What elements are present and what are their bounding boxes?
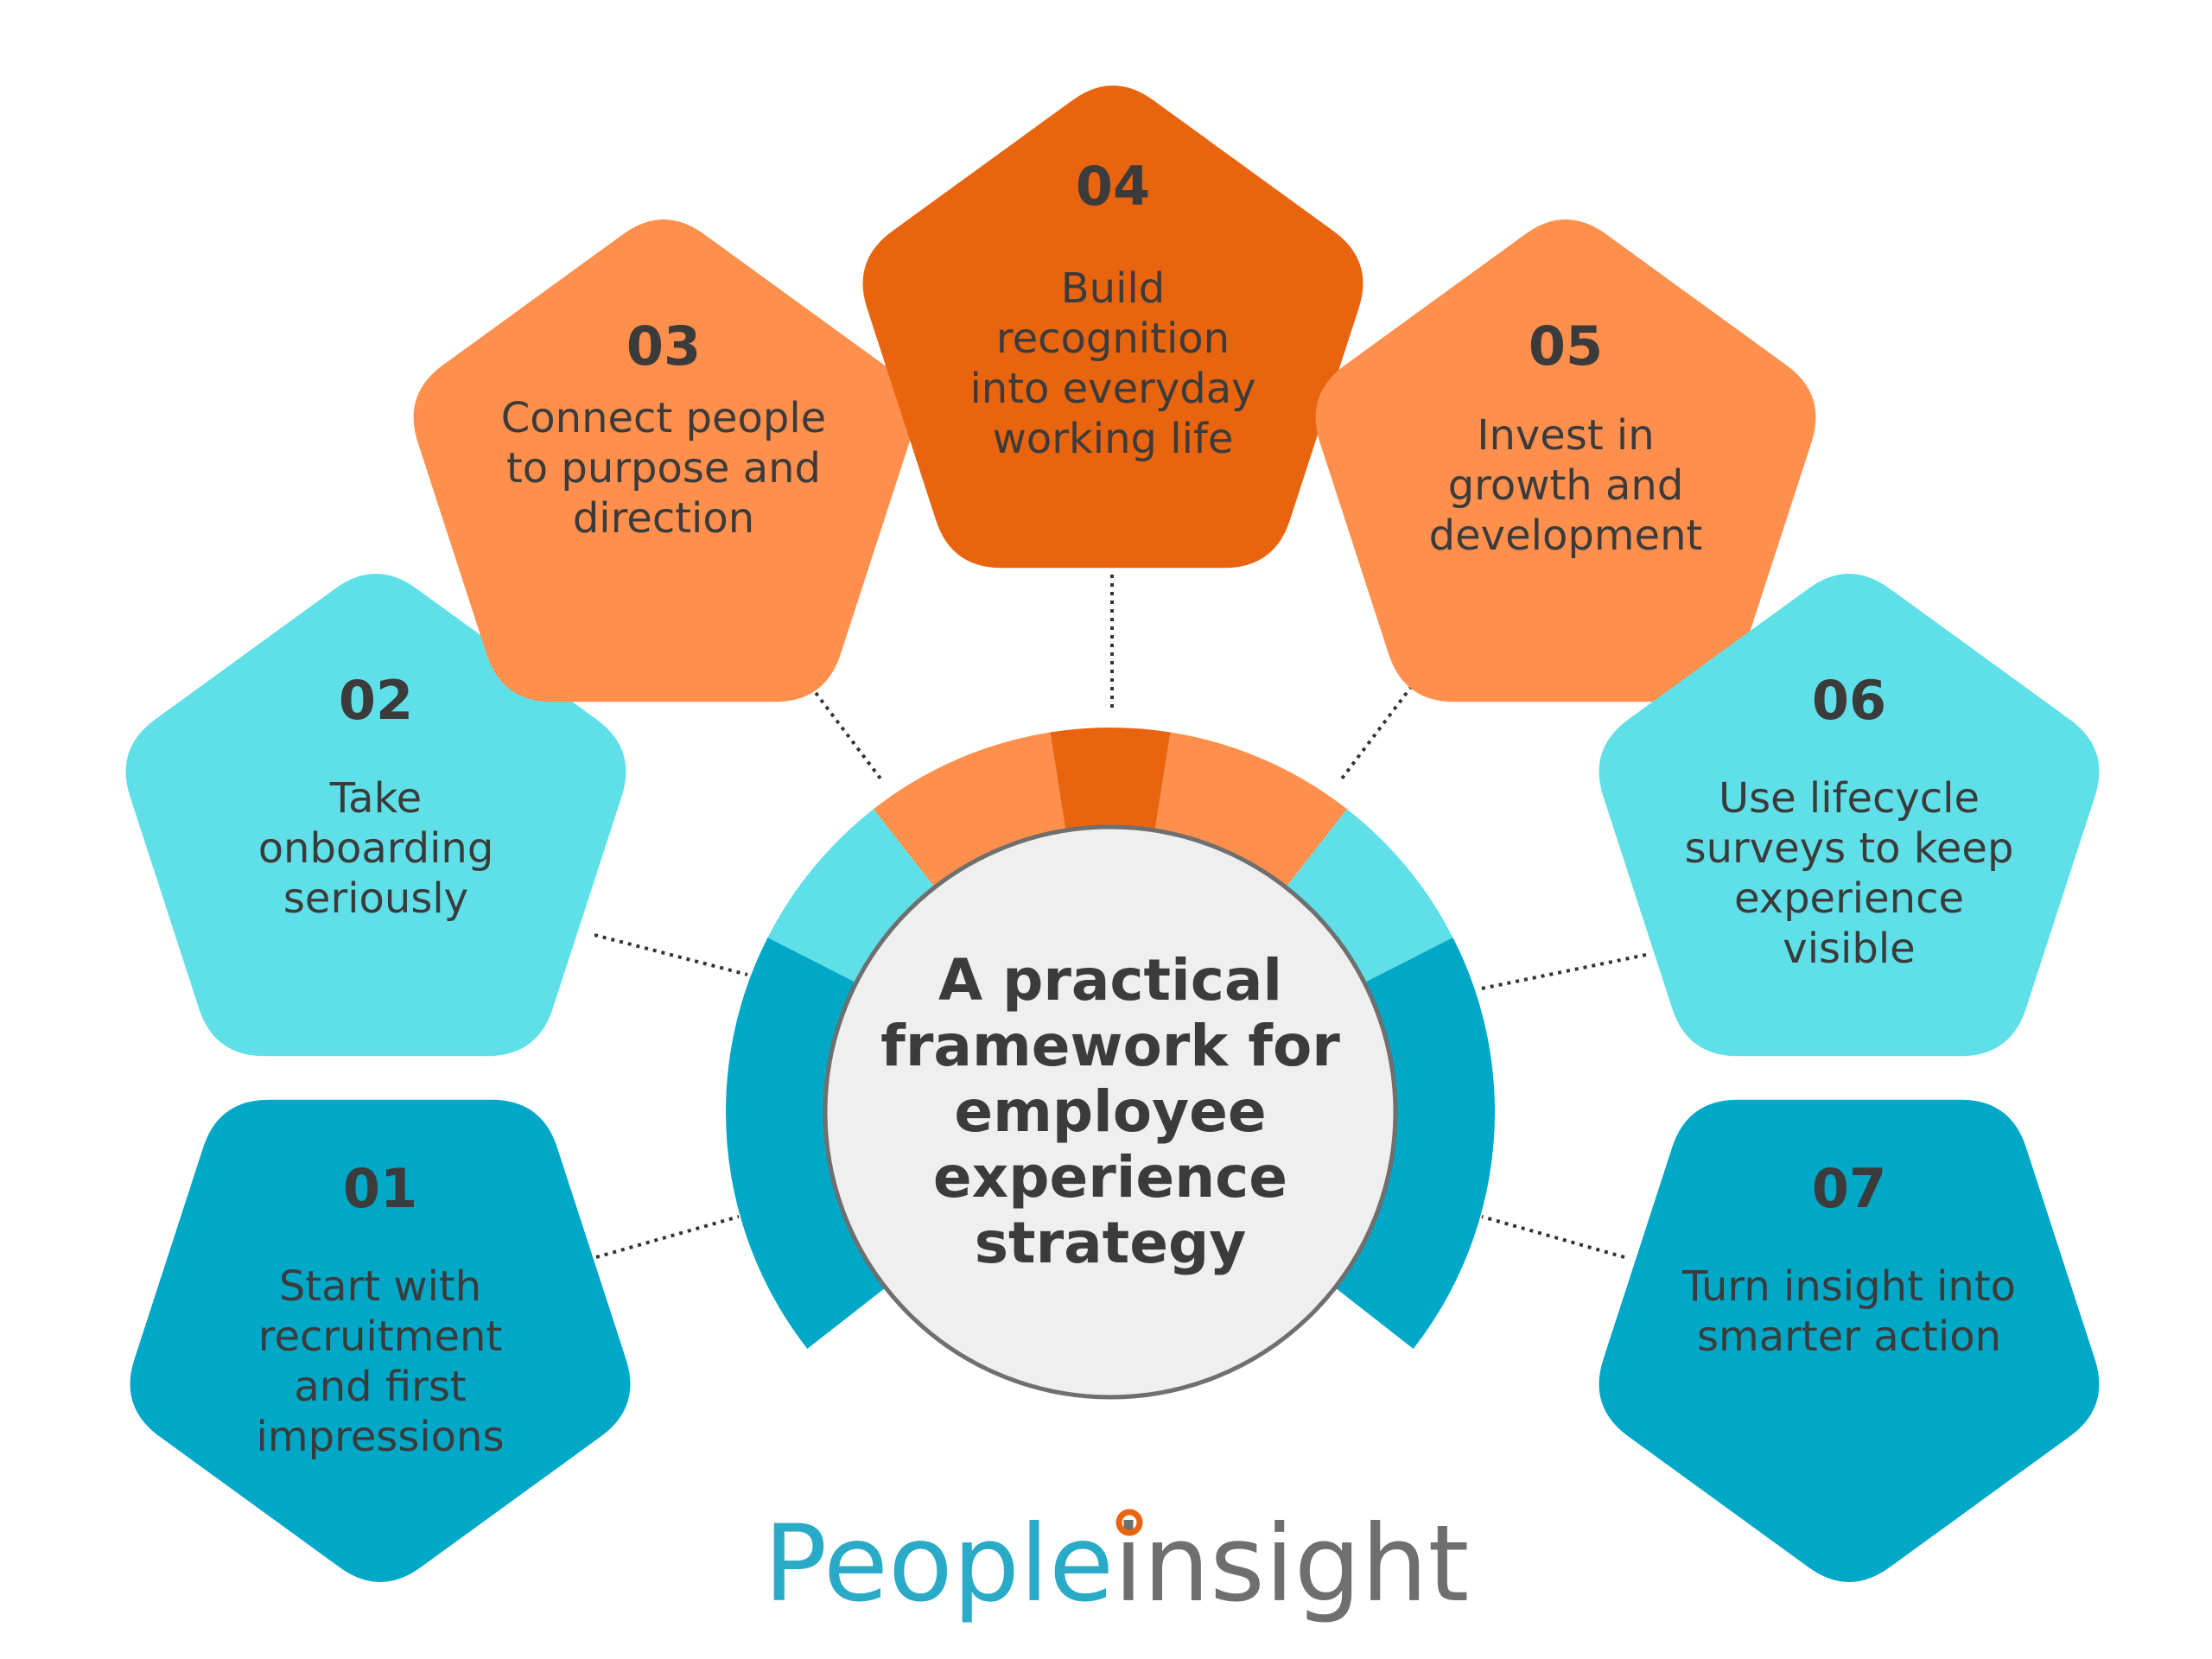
step-07-label-line: Turn insight into — [1681, 1262, 2016, 1311]
step-01-label-line: impressions — [257, 1413, 505, 1461]
connector-line-06 — [1477, 953, 1647, 991]
step-07-pentagon — [1599, 1099, 2100, 1582]
center-title-line: A practical — [938, 947, 1282, 1014]
step-01-pentagon — [130, 1099, 631, 1582]
step-06-label-line: visible — [1783, 925, 1915, 973]
step-05-label-line: growth and — [1448, 461, 1684, 510]
step-04-pentagon — [862, 86, 1363, 569]
step-04-label-line: working life — [993, 415, 1234, 463]
center-title-line: experience — [933, 1144, 1287, 1211]
connector-line-02 — [594, 933, 748, 976]
connector-line-05 — [1338, 664, 1429, 784]
step-01-label-line: and first — [294, 1363, 466, 1411]
center-title-line: employee — [954, 1078, 1266, 1145]
step-03-pentagon — [413, 219, 914, 702]
step-07-number: 07 — [1812, 1157, 1886, 1220]
ring-segment-04 — [1050, 728, 1171, 839]
connector-lines — [594, 575, 1647, 1259]
connector-line-07 — [1481, 1215, 1625, 1259]
step-04-label-line: recognition — [996, 315, 1230, 363]
step-04-number: 04 — [1076, 155, 1150, 218]
step-01-label-line: Start with — [279, 1262, 481, 1311]
center-circle — [823, 824, 1398, 1400]
logo-word-insight: insight — [1114, 1503, 1469, 1625]
step-05-pentagon — [1315, 219, 1816, 702]
step-01-label-line: recruitment — [258, 1313, 502, 1361]
logo-i-dot-icon — [1116, 1509, 1143, 1536]
step-03-label-line: Connect people — [501, 394, 826, 442]
step-07-label-line: smarter action — [1697, 1313, 2001, 1361]
ring-segment-01-tail — [726, 1112, 893, 1349]
step-03-label-line: direction — [573, 494, 754, 543]
step-03-label-line: to purpose and — [506, 444, 821, 493]
step-04-label-line: into everyday — [969, 365, 1255, 413]
connector-line-01 — [595, 1215, 740, 1259]
ring-segment-07-tail — [1328, 1112, 1495, 1349]
step-02-label-line: seriously — [283, 874, 468, 923]
step-01-number: 01 — [343, 1157, 417, 1220]
ring-segment-03 — [874, 732, 1067, 894]
ring-segment-06 — [1281, 809, 1453, 987]
step-06-label-line: experience — [1734, 874, 1964, 923]
step-02-number: 02 — [339, 669, 413, 732]
step-02-label-line: Take — [329, 774, 422, 823]
logo-text: Peopleinsight — [764, 1503, 1470, 1625]
center-title-line: strategy — [975, 1210, 1247, 1276]
ring-segment-02 — [767, 809, 940, 987]
step-05-label-line: development — [1429, 512, 1703, 560]
step-06-label-line: surveys to keep — [1685, 824, 2014, 873]
step-03-number: 03 — [626, 315, 701, 378]
step-05-label-line: Invest in — [1477, 411, 1654, 460]
logo-word-people: People — [764, 1503, 1114, 1625]
step-04-label-line: Build — [1061, 264, 1166, 313]
center-title-line: framework for — [880, 1013, 1340, 1079]
ring-segment-05 — [1154, 732, 1347, 894]
step-06-number: 06 — [1812, 669, 1886, 732]
step-02-pentagon — [125, 574, 626, 1057]
step-02-label-line: onboarding — [258, 824, 494, 873]
people-insight-logo: Peopleinsight — [764, 1503, 1470, 1625]
step-06-label-line: Use lifecycle — [1719, 774, 1980, 823]
step-06-pentagon — [1599, 574, 2100, 1057]
connector-line-03 — [793, 664, 885, 784]
step-05-number: 05 — [1529, 315, 1603, 378]
